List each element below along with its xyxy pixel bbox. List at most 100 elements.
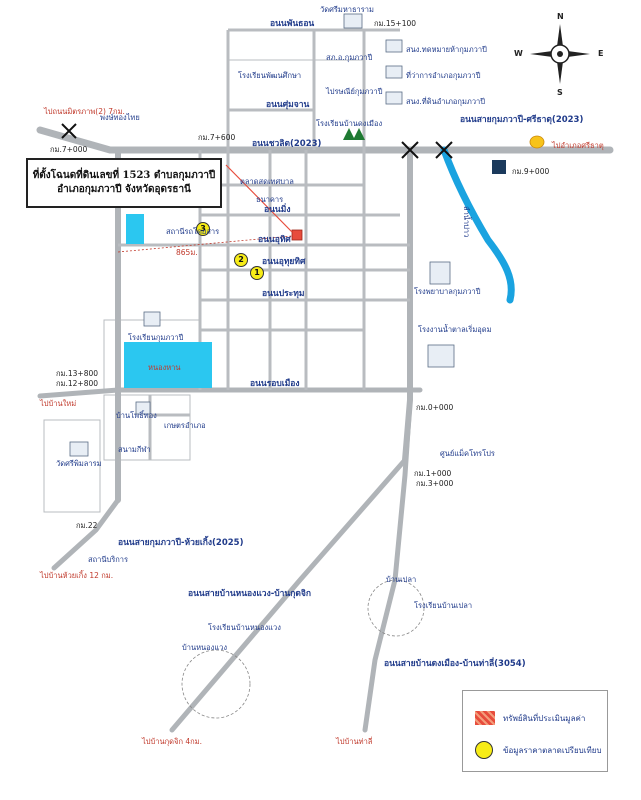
km-3: กม.3+000 bbox=[416, 479, 454, 488]
label-police: สภ.อ.กุมภวาปี bbox=[326, 53, 373, 62]
km-0: กม.0+000 bbox=[416, 403, 454, 412]
label-ban-pao: บ้านเปลา bbox=[386, 575, 417, 584]
title-line-2: อำเภอกุมภวาปี จังหวัดอุดรธานี bbox=[57, 184, 191, 195]
office-icon-3 bbox=[385, 91, 403, 105]
road-label-ming: อนนมิ่ง bbox=[264, 205, 291, 215]
dir-udon: ไปอำเภอศรีธาตุ bbox=[552, 141, 604, 150]
km-15: กม.15+100 bbox=[374, 19, 417, 28]
label-school-phatthana: โรงเรียนพัฒนศึกษา bbox=[238, 71, 302, 80]
gas-station-icon bbox=[529, 135, 545, 149]
compass-w: W bbox=[514, 49, 523, 58]
dir-ban-ta: ไปบ้านท่าลี่ bbox=[336, 737, 373, 746]
tree-icon bbox=[353, 128, 365, 140]
label-hospital: โรงพยาบาลกุมภวาปี bbox=[414, 287, 481, 296]
hospital-icon bbox=[429, 261, 451, 285]
label-ban-sang: บ้านโพธิ์ทอง bbox=[116, 411, 157, 420]
sugar-mill-icon bbox=[427, 344, 455, 368]
km-9: กม.9+000 bbox=[512, 167, 550, 176]
office-icon-2 bbox=[385, 65, 403, 79]
school-icon bbox=[143, 311, 161, 327]
km-13: กม.13+800 bbox=[56, 369, 99, 378]
km-1: กม.1+000 bbox=[414, 469, 452, 478]
road-label-uthai: อนนอุทุยทิศ bbox=[262, 257, 306, 267]
compass-s: S bbox=[557, 88, 563, 97]
office-icon-1 bbox=[385, 39, 403, 53]
label-ban-nongngoen: บ้านหนองแวง bbox=[182, 643, 228, 652]
road-label-uchit: อนนอุทิศ bbox=[258, 235, 291, 245]
ban-pao-circle bbox=[367, 579, 425, 637]
km-12: กม.12+800 bbox=[56, 379, 99, 388]
ban-nongngoen-circle bbox=[181, 649, 251, 719]
road-label-3054: อนนสายบ้านดงเมือง-บ้านท่าลี่(3054) bbox=[384, 659, 526, 669]
label-district-office: สนง.ทดหมายห้ากุมภวาปี bbox=[406, 45, 487, 54]
comparison-marker-3: 3 bbox=[196, 222, 210, 236]
road-label-phanthong: อนนพันธอน bbox=[270, 19, 315, 29]
pond bbox=[126, 214, 144, 244]
interchange-west-icon bbox=[61, 123, 77, 139]
label-court: ที่ว่าการอำเภอกุมภวาปี bbox=[406, 71, 481, 80]
legend-point-swatch bbox=[475, 741, 493, 759]
km-7: กม.7+000 bbox=[50, 145, 88, 154]
road-label-sunpayan: อนนศุ่มจาน bbox=[266, 100, 310, 110]
compass-n: N bbox=[557, 12, 564, 21]
road-2023 bbox=[36, 126, 614, 154]
road-label-2025: อนนสายกุมภวาปี-ห้วยเกิ้ง(2025) bbox=[118, 538, 244, 548]
wat-south-icon bbox=[69, 441, 89, 457]
legend-row-parcel: ทรัพย์สินที่ประเมินมูลค่า bbox=[475, 711, 585, 725]
interchange-east-icon bbox=[435, 141, 453, 159]
distance-line bbox=[117, 235, 293, 253]
distance-label: 865ม. bbox=[176, 248, 198, 257]
road-label-2023-east: อนนสายกุมภวาปี-ศรีธาตุ(2023) bbox=[460, 115, 584, 125]
label-wat-south: วัดศรีพิมลารม bbox=[56, 459, 102, 468]
label-land-office: สนง.ที่ดินอำเภอกุมภวาปี bbox=[406, 97, 486, 106]
legend-parcel-swatch bbox=[475, 711, 495, 725]
dir-nongkhai: ไปถนนมิตรภาพ(2) 7กม. bbox=[44, 107, 125, 116]
label-sugar-mill: โรงงานน้ำตาลเริ่มอุดม bbox=[418, 325, 492, 334]
dir-huay: ไปบ้านห้วยเกิ้ง 12 กม. bbox=[40, 571, 114, 580]
km-22: กม.22 bbox=[76, 521, 98, 530]
road-2025 bbox=[51, 497, 121, 571]
label-lake: หนองหาน bbox=[148, 363, 181, 372]
label-market: ตลาดสดเทศบาล bbox=[240, 177, 294, 186]
label-bank: ธนาคาร bbox=[256, 195, 284, 204]
temple-icon bbox=[343, 13, 363, 29]
label-phua-thai: พงษ์ทองไทย bbox=[100, 113, 140, 122]
label-school-kumpawapi: โรงเรียนกุมภวาปี bbox=[128, 333, 184, 342]
river bbox=[440, 146, 515, 304]
label-gas: สถานีบริการ bbox=[88, 555, 129, 564]
map-title-box: ที่ตั้งโฉนดที่ดินเลขที่ 1523 ตำบลกุมภวาป… bbox=[26, 158, 222, 208]
bank-icon bbox=[492, 160, 506, 174]
label-sukhum: ศูนย์แม็คโทรโปร bbox=[440, 449, 495, 458]
lake bbox=[124, 342, 212, 388]
village-school-icon bbox=[135, 401, 151, 415]
label-station: สถานีรถโดยสาร bbox=[166, 227, 220, 236]
road-nongngoen bbox=[169, 457, 408, 733]
compass-rose: N S E W bbox=[514, 12, 603, 97]
road-label-pratum: อนนประทุม bbox=[262, 289, 305, 299]
dir-ban-tai: ไปบ้านใหม่ bbox=[40, 399, 77, 408]
tree-icon bbox=[343, 128, 355, 140]
legend-point-label: ข้อมูลราคาตลาดเปรียบเทียบ bbox=[503, 745, 602, 755]
legend-parcel-label: ทรัพย์สินที่ประเมินมูลค่า bbox=[503, 713, 586, 723]
comparison-marker-1: 1 bbox=[250, 266, 264, 280]
title-line-1: ที่ตั้งโฉนดที่ดินเลขที่ 1523 ตำบลกุมภวาป… bbox=[32, 170, 216, 181]
dir-ban-kut: ไปบ้านกุดจิก 4กม. bbox=[142, 737, 203, 746]
map-legend: ทรัพย์สินที่ประเมินมูลค่า ข้อมูลราคาตลาด… bbox=[462, 690, 608, 772]
comparison-marker-2: 2 bbox=[234, 253, 248, 267]
road-ring bbox=[37, 387, 423, 399]
compass-e: E bbox=[598, 49, 604, 58]
legend-row-point: ข้อมูลราคาตลาดเปรียบเทียบ bbox=[475, 741, 602, 759]
label-kaset: เกษตรอำเภอ bbox=[164, 421, 206, 430]
label-river: ลำน้ำปาว bbox=[462, 206, 471, 238]
label-school-town: โรงเรียนบ้านดงเมือง bbox=[316, 119, 383, 128]
interchange-mid-icon bbox=[401, 141, 419, 159]
label-school-nongngoen: โรงเรียนบ้านหนองแวง bbox=[208, 623, 281, 632]
road-label-ring: อนนรอบเมือง bbox=[250, 379, 300, 389]
road-label-2023-west: อนนชวลิต(2023) bbox=[252, 139, 322, 149]
parcel-leader-line bbox=[225, 164, 293, 233]
label-post: ไปรษณีย์กุมภวาปี bbox=[326, 87, 383, 96]
label-sanam: สนามกีฬา bbox=[118, 445, 151, 454]
label-wat-top: วัดศรีมหาธาราม bbox=[320, 5, 374, 14]
road-label-nongngoen: อนนสายบ้านหนองแวง-บ้านกุดจิก bbox=[188, 589, 312, 599]
subject-parcel bbox=[291, 229, 303, 241]
